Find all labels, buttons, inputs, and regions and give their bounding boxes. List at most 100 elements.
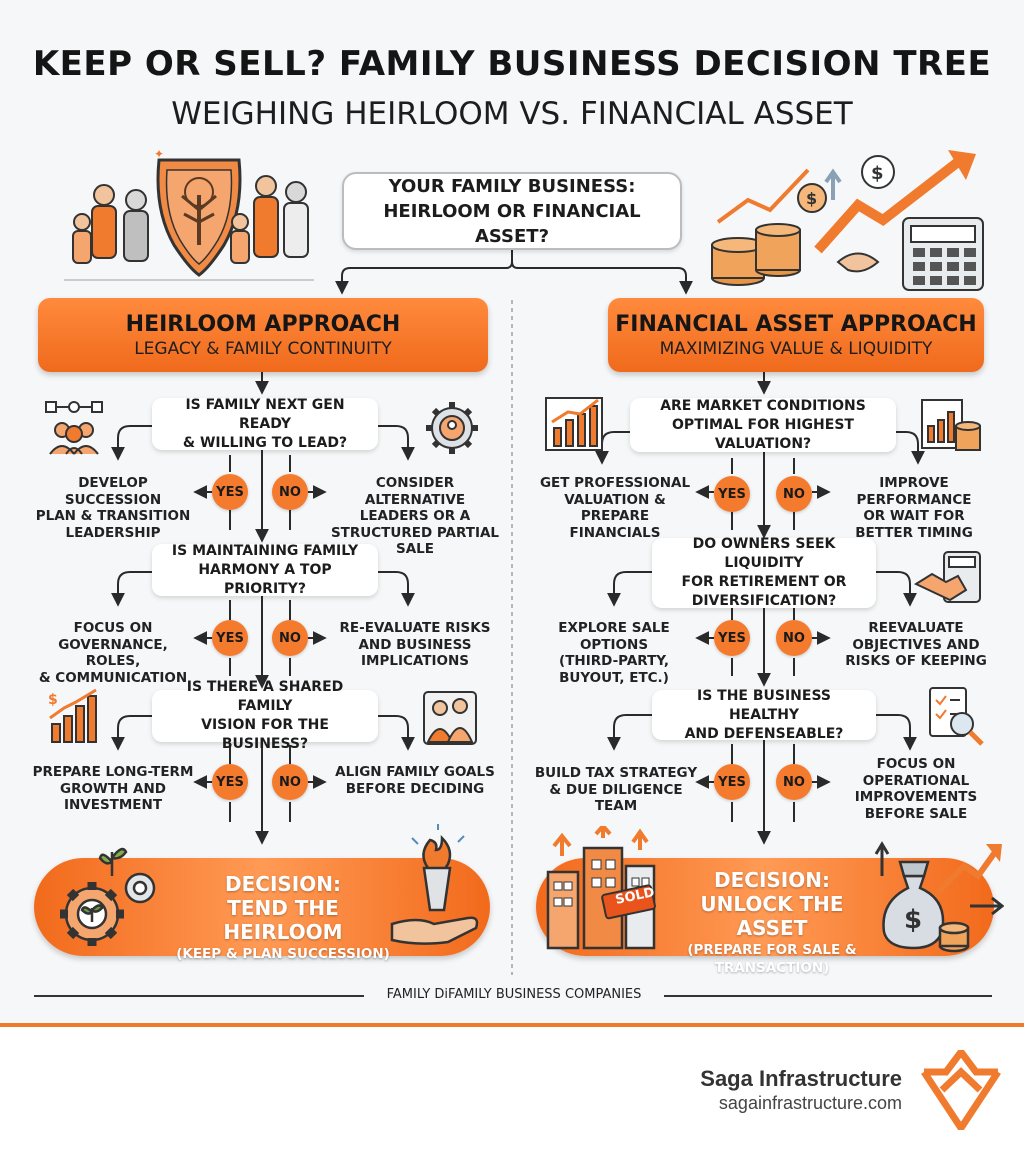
financial-question-3-line2: AND DEFENSEABLE? <box>684 725 844 742</box>
heirloom-q3-yes-outcome: PREPARE LONG-TERM GROWTH AND INVESTMENT <box>30 764 196 814</box>
financial-q1-no-badge: NO <box>776 476 812 512</box>
financial-q2-yes-outcome: EXPLORE SALE OPTIONS (THIRD-PARTY, BUYOU… <box>526 620 702 686</box>
outcome-line: PREPARE LONG-TERM <box>32 764 194 780</box>
market-chart-icon <box>545 397 603 451</box>
checklist-magnifier-icon <box>929 687 984 746</box>
family-shield-illustration: ✦ <box>64 150 314 281</box>
root-question-line1: YOUR FAMILY BUSINESS: <box>388 175 636 197</box>
heirloom-decision-text: DECISION: TEND THE HEIRLOOM (KEEP & PLAN… <box>168 872 398 962</box>
heirloom-question-1-line1: IS FAMILY NEXT GEN READY <box>185 396 345 432</box>
financial-question-1: ARE MARKET CONDITIONS OPTIMAL FOR HIGHES… <box>630 398 896 452</box>
outcome-line: DEVELOP SUCCESSION <box>64 475 162 508</box>
footer-divider-right <box>664 995 992 997</box>
heirloom-decision-label: DECISION: <box>225 872 341 896</box>
outcome-line: GOVERNANCE, ROLES, <box>58 636 168 670</box>
financial-q1-yes-badge: YES <box>714 476 750 512</box>
financial-approach-subtitle: MAXIMIZING VALUE & LIQUIDITY <box>659 338 933 359</box>
saga-logo-icon <box>921 1050 1001 1130</box>
outcome-line: BUYOUT, ETC.) <box>559 669 669 686</box>
outcome-line: REEVALUATE <box>868 620 964 636</box>
brand-url: sagainfrastructure.com <box>718 1093 902 1113</box>
financial-q2-no-outcome: REEVALUATE OBJECTIVES AND RISKS OF KEEPI… <box>832 620 1000 670</box>
financial-question-1-line2: OPTIMAL FOR HIGHEST VALUATION? <box>672 416 854 452</box>
financial-question-3-line1: IS THE BUSINESS HEALTHY <box>696 687 832 723</box>
gear-sprout-icon <box>60 847 156 946</box>
heirloom-question-1: IS FAMILY NEXT GEN READY & WILLING TO LE… <box>152 396 378 451</box>
heirloom-q2-no-badge: NO <box>272 620 308 656</box>
outcome-line: BEFORE DECIDING <box>345 780 485 797</box>
financial-decision-note-1: (PREPARE FOR SALE & <box>687 942 857 958</box>
handshake-calculator-icon <box>914 551 981 603</box>
heirloom-decision-title: TEND THE HEIRLOOM <box>223 896 343 944</box>
outcome-line: BEFORE SALE <box>864 805 968 822</box>
financial-q2-yes-badge: YES <box>714 620 750 656</box>
accent-band <box>0 1023 1024 1027</box>
heirloom-question-3: IS THERE A SHARED FAMILY VISION FOR THE … <box>152 679 378 752</box>
heirloom-question-2-line1: IS MAINTAINING FAMILY <box>171 542 359 559</box>
svg-text:✦: ✦ <box>154 150 164 161</box>
brand-footer <box>0 1027 1024 1154</box>
outcome-line: BUILD TAX STRATEGY <box>534 765 698 781</box>
outcome-line: OBJECTIVES AND <box>852 636 980 653</box>
financial-q1-yes-outcome: GET PROFESSIONAL VALUATION & PREPARE FIN… <box>530 475 700 541</box>
outcome-line: (THIRD-PARTY, <box>559 653 669 669</box>
heirloom-question-2: IS MAINTAINING FAMILY HARMONY A TOP PRIO… <box>152 542 378 597</box>
outcome-line: RE-EVALUATE RISKS <box>339 620 491 636</box>
financial-question-2-line3: DIVERSIFICATION? <box>691 593 837 609</box>
outcome-line: LEADERS OR A <box>359 508 471 524</box>
outcome-line: & DUE DILIGENCE TEAM <box>549 781 683 815</box>
outcome-line: FOCUS ON <box>876 756 956 772</box>
outcome-line: LEADERSHIP <box>65 524 161 541</box>
financial-decision-title: UNLOCK THE ASSET <box>700 892 844 940</box>
heirloom-question-3-line2: VISION FOR THE BUSINESS? <box>201 717 329 752</box>
heirloom-question-2-line2: HARMONY A TOP PRIORITY? <box>198 561 332 597</box>
root-question-box: YOUR FAMILY BUSINESS: HEIRLOOM OR FINANC… <box>342 172 682 250</box>
financial-question-3: IS THE BUSINESS HEALTHY AND DEFENSEABLE? <box>652 687 876 742</box>
page-subtitle: WEIGHING HEIRLOOM VS. FINANCIAL ASSET <box>171 96 853 132</box>
outcome-line: OR WAIT FOR <box>863 508 965 524</box>
brand-name: Saga Infrastructure <box>700 1066 902 1091</box>
heirloom-question-1-line2: & WILLING TO LEAD? <box>182 434 348 451</box>
financial-q3-yes-outcome: BUILD TAX STRATEGY & DUE DILIGENCE TEAM <box>528 765 704 815</box>
financial-question-1-line1: ARE MARKET CONDITIONS <box>660 397 866 414</box>
outcome-line: VALUATION & PREPARE <box>564 491 666 525</box>
outcome-line: ALIGN FAMILY GOALS <box>335 764 495 780</box>
outcome-line: FINANCIALS <box>569 524 661 541</box>
financial-approach-header: FINANCIAL ASSET APPROACH MAXIMIZING VALU… <box>608 298 984 372</box>
financial-decision-note-2: TRANSACTION) <box>714 960 830 976</box>
heirloom-q2-no-outcome: RE-EVALUATE RISKS AND BUSINESS IMPLICATI… <box>326 620 504 670</box>
torch-hand-icon <box>390 824 479 945</box>
financial-q3-no-outcome: FOCUS ON OPERATIONAL IMPROVEMENTS BEFORE… <box>832 756 1000 822</box>
outcome-line: OPERATIONAL <box>862 772 970 789</box>
heirloom-approach-header: HEIRLOOM APPROACH LEGACY & FAMILY CONTIN… <box>38 298 488 372</box>
heirloom-q1-yes-outcome: DEVELOP SUCCESSION PLAN & TRANSITION LEA… <box>30 475 196 541</box>
outcome-line: PLAN & TRANSITION <box>35 508 191 524</box>
outcome-line: EXPLORE SALE OPTIONS <box>558 620 670 653</box>
outcome-line: RISKS OF KEEPING <box>845 653 987 669</box>
heirloom-approach-title: HEIRLOOM APPROACH <box>125 311 401 337</box>
footer-caption: FAMILY DiFAMILY BUSINESS COMPANIES <box>386 987 642 1002</box>
financial-approach-title: FINANCIAL ASSET APPROACH <box>615 311 977 337</box>
growth-chart-icon: $ <box>48 688 97 743</box>
outcome-line: INVESTMENT <box>63 797 163 813</box>
outcome-line: & COMMUNICATION <box>38 669 188 686</box>
buildings-sold-icon <box>546 826 656 950</box>
heirloom-q1-yes-badge: YES <box>212 474 248 510</box>
outcome-line: STRUCTURED PARTIAL <box>330 524 500 541</box>
financial-q2-no-badge: NO <box>776 620 812 656</box>
financial-q3-yes-badge: YES <box>714 764 750 800</box>
svg-text:$: $ <box>904 905 922 935</box>
heirloom-q1-no-outcome: CONSIDER ALTERNATIVE LEADERS OR A STRUCT… <box>326 475 504 558</box>
heirloom-q3-no-outcome: ALIGN FAMILY GOALS BEFORE DECIDING <box>326 764 504 797</box>
financial-q3-no-badge: NO <box>776 764 812 800</box>
outcome-line: BETTER TIMING <box>855 524 973 541</box>
chart-coins-icon <box>921 399 981 451</box>
svg-text:$: $ <box>871 163 884 184</box>
outcome-line: AND BUSINESS <box>358 636 472 653</box>
footer-divider-left <box>34 995 364 997</box>
heirloom-q2-yes-outcome: FOCUS ON GOVERNANCE, ROLES, & COMMUNICAT… <box>30 620 196 686</box>
heirloom-decision-note: (KEEP & PLAN SUCCESSION) <box>176 946 390 962</box>
page-title: KEEP OR SELL? FAMILY BUSINESS DECISION T… <box>32 44 992 84</box>
outcome-line: IMPROVEMENTS <box>854 789 978 805</box>
connector-lines <box>111 250 925 975</box>
